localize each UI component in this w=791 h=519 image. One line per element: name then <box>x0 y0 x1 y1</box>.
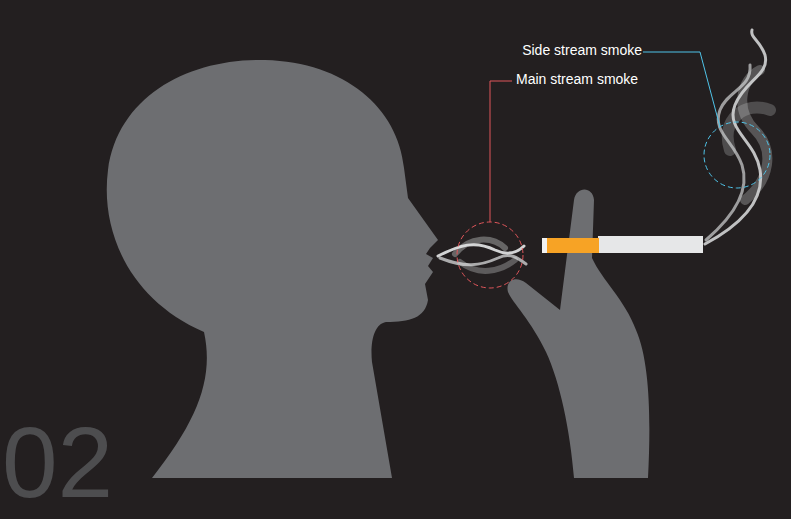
side-stream-callout <box>643 52 770 188</box>
cigarette-filter <box>545 238 599 253</box>
main-stream-callout <box>457 81 523 288</box>
head-silhouette <box>107 60 438 478</box>
figure-number: 02 <box>2 412 113 512</box>
hand-silhouette <box>507 190 649 479</box>
cigarette-paper <box>598 236 703 253</box>
main-stream-label: Main stream smoke <box>516 72 638 86</box>
filter-tip <box>542 238 547 253</box>
side-stream-label: Side stream smoke <box>522 43 642 57</box>
main-stream-smoke <box>438 240 526 271</box>
panel <box>8 6 783 513</box>
side-stream-smoke <box>705 30 770 244</box>
